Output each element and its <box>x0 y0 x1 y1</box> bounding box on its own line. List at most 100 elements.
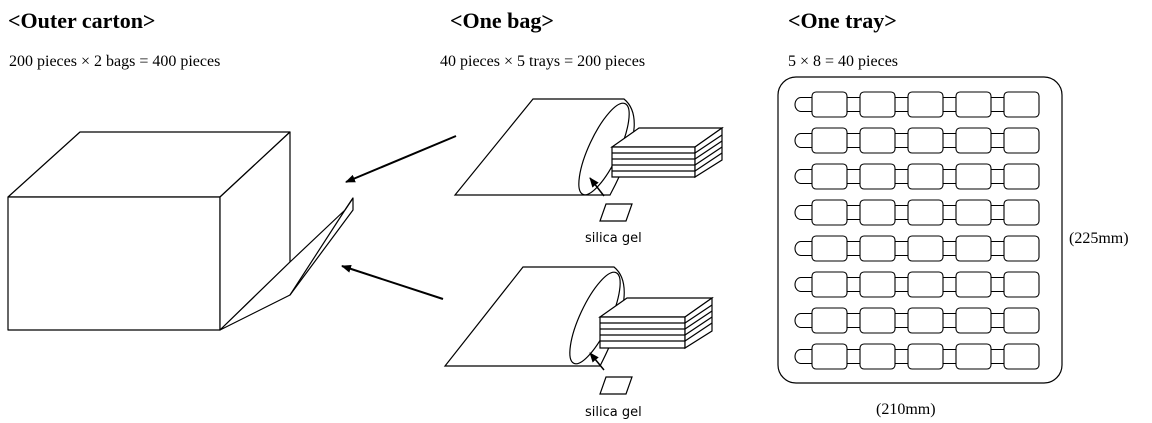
tray-row <box>795 92 1039 117</box>
pocket-connector <box>991 350 1004 364</box>
tray-pocket <box>1004 164 1039 189</box>
lower-silica-arrow <box>589 352 604 370</box>
pocket-connector <box>895 170 908 184</box>
pocket-connector <box>991 134 1004 148</box>
tray-pocket <box>956 92 991 117</box>
one-tray-title: <One tray> <box>788 8 897 33</box>
tray-pocket <box>956 200 991 225</box>
tray-pocket <box>860 128 895 153</box>
tray-row-left-end <box>795 98 812 112</box>
pocket-connector <box>895 206 908 220</box>
pocket-connector <box>847 170 860 184</box>
pocket-connector <box>847 134 860 148</box>
tray-pocket <box>1004 128 1039 153</box>
tray-pocket <box>1004 344 1039 369</box>
tray-pocket <box>956 344 991 369</box>
pocket-connector <box>847 98 860 112</box>
tray-pocket <box>860 344 895 369</box>
pocket-connector <box>895 242 908 256</box>
tray-row-left-end <box>795 134 812 148</box>
pocket-connector <box>943 206 956 220</box>
pocket-connector <box>943 278 956 292</box>
tray-pocket <box>860 164 895 189</box>
tray-pocket <box>860 308 895 333</box>
tray-pocket <box>812 272 847 297</box>
arrow-upper-bag-to-carton <box>345 136 456 182</box>
tray-row <box>795 236 1039 261</box>
pocket-connector <box>943 170 956 184</box>
one-bag-title: <One bag> <box>450 8 554 33</box>
pocket-connector <box>895 98 908 112</box>
pocket-connector <box>847 350 860 364</box>
tray-pocket <box>812 200 847 225</box>
tray-pocket <box>812 128 847 153</box>
tray-row <box>795 164 1039 189</box>
upper-bag <box>455 97 722 221</box>
outer-carton-box <box>8 132 353 330</box>
tray-row-left-end <box>795 206 812 220</box>
pocket-connector <box>895 314 908 328</box>
arrow-lower-bag-to-carton <box>341 264 443 299</box>
tray-pocket <box>860 272 895 297</box>
tray-row-left-end <box>795 350 812 364</box>
tray-pocket-grid <box>795 92 1039 369</box>
tray-pocket <box>812 92 847 117</box>
pocket-connector <box>943 98 956 112</box>
tray-pocket <box>908 344 943 369</box>
silica-gel-label-upper: silica gel <box>585 231 642 246</box>
tray-pocket <box>860 92 895 117</box>
tray-pocket <box>908 92 943 117</box>
pocket-connector <box>991 242 1004 256</box>
tray-row <box>795 344 1039 369</box>
tray-pocket <box>1004 272 1039 297</box>
tray-pocket <box>956 308 991 333</box>
tray-pocket <box>956 236 991 261</box>
upper-silica-arrow <box>589 177 604 196</box>
tray-row-left-end <box>795 170 812 184</box>
tray-pocket <box>908 308 943 333</box>
tray-pocket <box>860 236 895 261</box>
tray-height-dimension: (225mm) <box>1069 230 1129 247</box>
tray-pocket <box>812 236 847 261</box>
pocket-connector <box>991 170 1004 184</box>
upper-silica-packet <box>600 204 632 221</box>
tray-row-left-end <box>795 278 812 292</box>
tray-row-left-end <box>795 242 812 256</box>
one-tray-formula: 5 × 8 = 40 pieces <box>788 53 899 70</box>
tray-width-dimension: (210mm) <box>876 401 936 418</box>
tray-pocket <box>812 164 847 189</box>
tray-row-left-end <box>795 314 812 328</box>
tray-pocket <box>908 272 943 297</box>
pocket-connector <box>991 98 1004 112</box>
pocket-connector <box>943 350 956 364</box>
pocket-connector <box>895 278 908 292</box>
tray-pocket <box>860 200 895 225</box>
lower-tray-stack <box>600 298 712 348</box>
tray-pocket <box>812 344 847 369</box>
tray-outline <box>778 77 1062 383</box>
tray-pocket <box>1004 308 1039 333</box>
pocket-connector <box>991 206 1004 220</box>
silica-gel-label-lower: silica gel <box>585 405 642 420</box>
outer-carton-title: <Outer carton> <box>8 8 156 33</box>
tray-row <box>795 272 1039 297</box>
tray-pocket <box>956 164 991 189</box>
tray-row <box>795 128 1039 153</box>
lower-silica-packet <box>600 377 632 394</box>
upper-tray-stack <box>612 128 722 177</box>
tray-pocket <box>908 236 943 261</box>
pocket-connector <box>991 314 1004 328</box>
tray-pocket <box>812 308 847 333</box>
pocket-connector <box>895 350 908 364</box>
one-bag-formula: 40 pieces × 5 trays = 200 pieces <box>440 53 646 70</box>
tray-pocket <box>908 200 943 225</box>
pocket-connector <box>943 242 956 256</box>
pocket-connector <box>847 314 860 328</box>
tray-pocket <box>1004 200 1039 225</box>
pocket-connector <box>847 206 860 220</box>
tray-pocket <box>956 272 991 297</box>
lower-bag <box>445 266 712 394</box>
pocket-connector <box>991 278 1004 292</box>
tray-pocket <box>908 164 943 189</box>
